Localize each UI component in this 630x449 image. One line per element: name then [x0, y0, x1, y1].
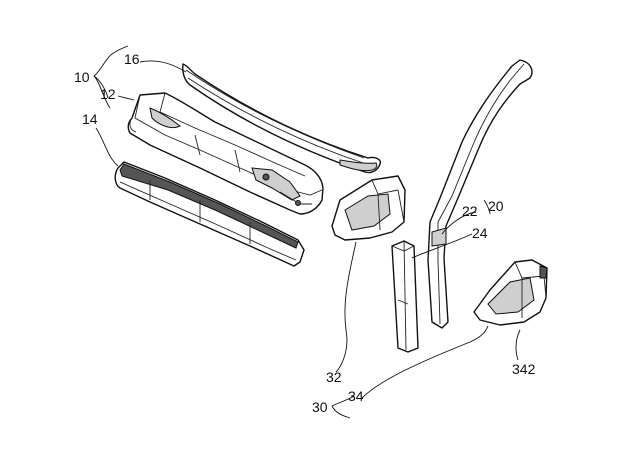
label-22: 22 — [462, 203, 478, 219]
label-14: 14 — [82, 111, 98, 127]
label-10: 10 — [74, 69, 90, 85]
label-20: 20 — [488, 198, 504, 214]
part-14-cowl-lower-rail — [114, 161, 305, 267]
label-32: 32 — [326, 369, 342, 385]
part-342-bracket — [473, 259, 548, 326]
part-24-pillar-member — [391, 240, 419, 353]
reference-labels: 10 16 12 14 22 20 24 32 30 34 342 — [74, 51, 536, 415]
part-22-a-pillar-frame — [427, 59, 533, 329]
label-34: 34 — [348, 388, 364, 404]
part-12-cowl-panel — [127, 92, 324, 215]
label-16: 16 — [124, 51, 140, 67]
label-24: 24 — [472, 225, 488, 241]
part-32-side-bracket — [331, 175, 406, 241]
label-12: 12 — [100, 86, 116, 102]
label-342: 342 — [512, 361, 536, 377]
label-30: 30 — [312, 399, 328, 415]
part-16-cowl-upper-panel — [182, 63, 382, 174]
leader-lines — [93, 45, 521, 419]
